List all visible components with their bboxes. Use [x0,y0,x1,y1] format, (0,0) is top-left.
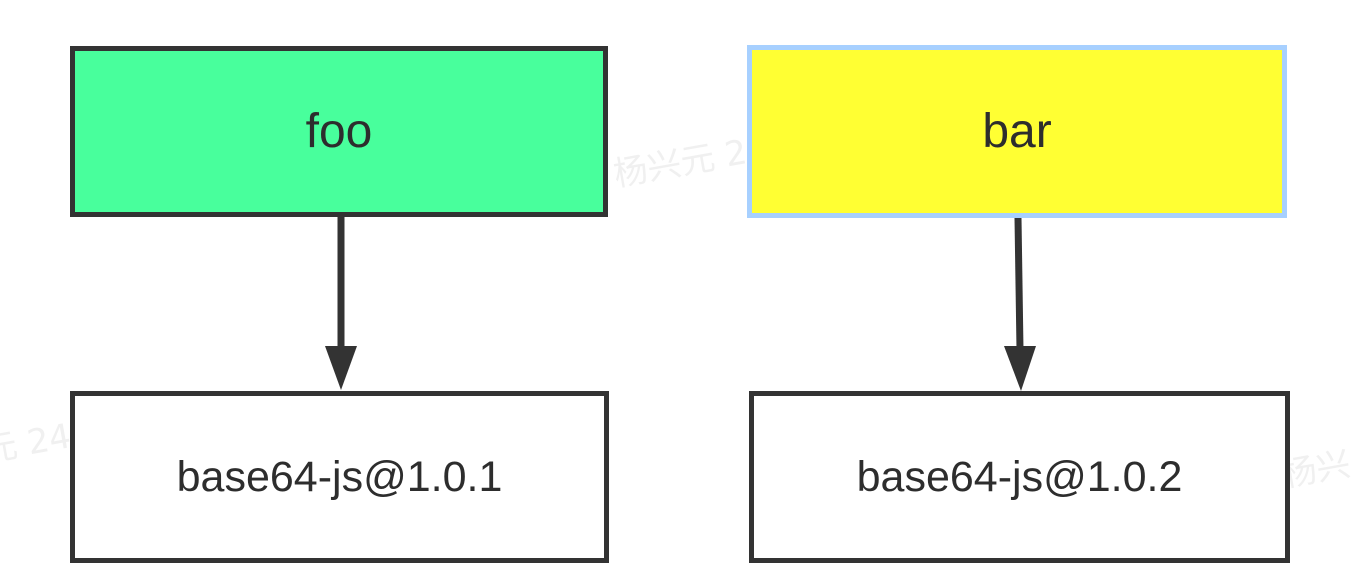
node-base64-js-1-0-1[interactable]: base64-js@1.0.1 [70,391,609,563]
node-label: base64-js@1.0.2 [856,452,1183,501]
arrowhead-icon [1004,346,1036,391]
edge-bar-to-base64-js-1-0-2 [1004,217,1036,391]
arrowhead-icon [325,346,357,390]
node-foo[interactable]: foo [70,46,608,217]
node-label: bar [982,105,1052,158]
node-base64-js-1-0-2[interactable]: base64-js@1.0.2 [749,391,1290,563]
node-label: base64-js@1.0.1 [176,452,503,501]
edge-line [1014,217,1024,351]
node-label: foo [305,105,373,158]
node-bar[interactable]: bar [747,45,1287,218]
edge-foo-to-base64-js-1-0-1 [325,217,357,390]
